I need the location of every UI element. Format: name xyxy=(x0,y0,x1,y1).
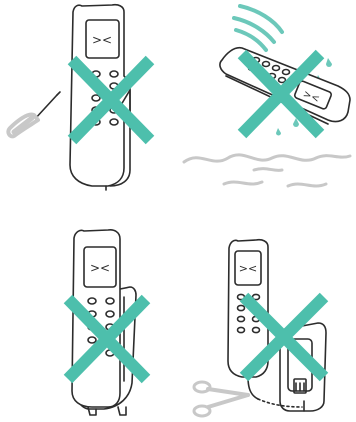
water-waves-icon xyxy=(184,155,350,186)
panel-no-water: >< xyxy=(178,0,356,211)
svg-text:><: >< xyxy=(92,33,112,47)
svg-text:><: >< xyxy=(90,261,110,275)
panel-no-holder-forcing: >< xyxy=(0,211,178,422)
scissors-icon xyxy=(194,382,248,416)
screwdriver-icon xyxy=(8,92,60,136)
panel-no-cutting-cable: >< xyxy=(178,211,356,422)
panel-no-disassembly: >< xyxy=(0,0,178,211)
svg-text:><: >< xyxy=(239,262,257,275)
